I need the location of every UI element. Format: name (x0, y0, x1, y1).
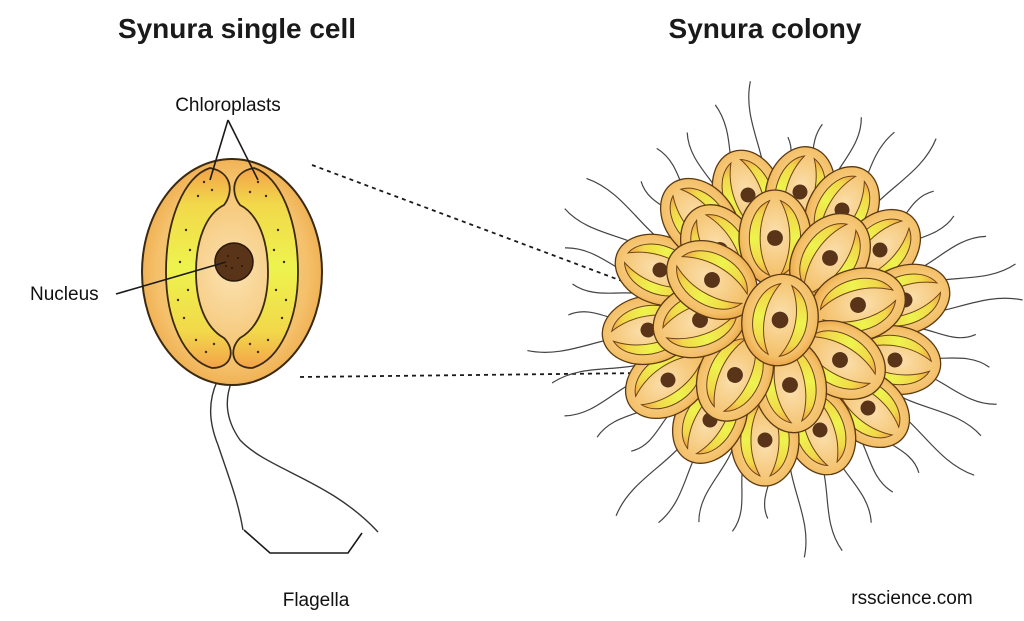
colony-cell (666, 240, 758, 320)
nucleus-label: Nucleus (30, 284, 99, 305)
zoom-line-top (311, 164, 647, 291)
flagella-bracket (243, 529, 363, 554)
colony-title: Synura colony (669, 13, 862, 44)
chloroplasts-label: Chloroplasts (175, 95, 281, 116)
nucleus (214, 242, 254, 282)
chloroplasts-leader (209, 119, 259, 181)
single-cell-title: Synura single cell (118, 13, 356, 44)
single-cell-flagella (210, 371, 379, 533)
nucleus-leader (115, 261, 227, 295)
chloroplast-granules (176, 180, 288, 354)
colony (527, 81, 1023, 558)
source-credit: rsscience.com (851, 588, 972, 609)
zoom-line-bottom (299, 372, 647, 378)
single-cell (141, 158, 323, 386)
flagella-label: Flagella (283, 590, 350, 611)
left-chloroplast (165, 167, 232, 369)
colony-cell (741, 273, 819, 367)
colony-cells (601, 146, 951, 487)
